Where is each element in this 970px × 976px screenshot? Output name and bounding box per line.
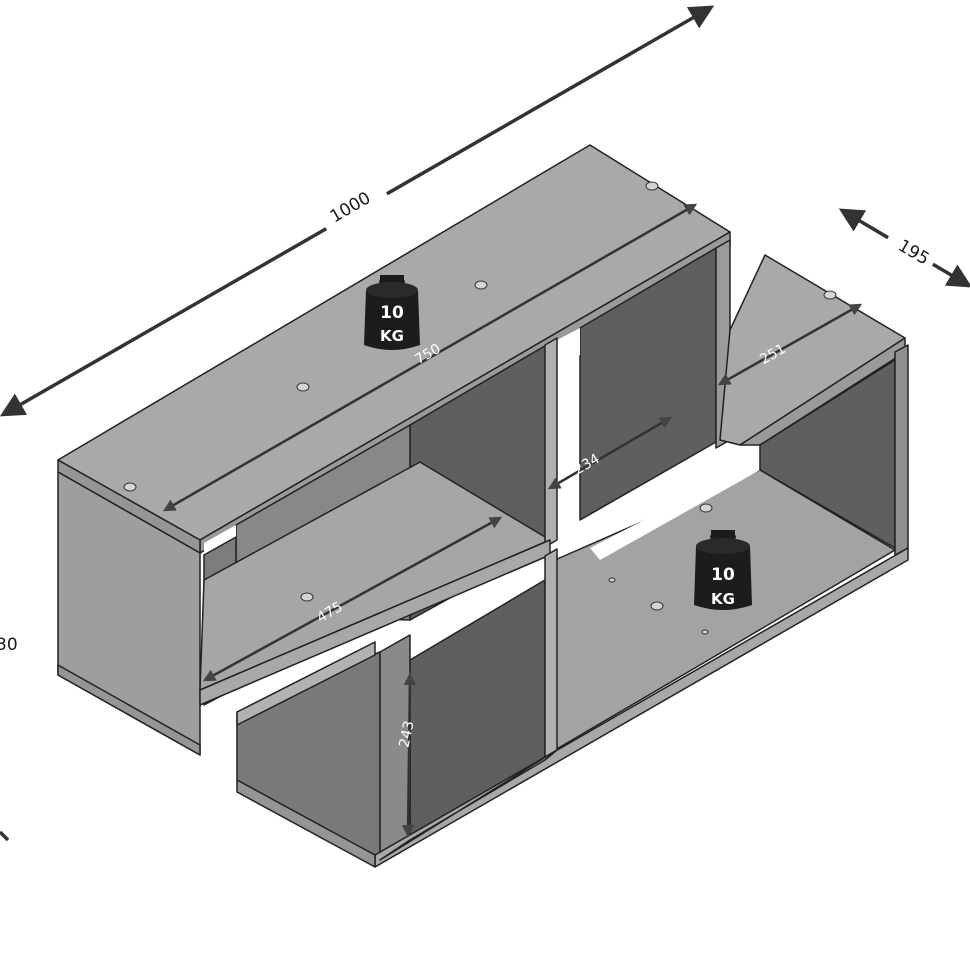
weight-limit-top-icon: 10 KG bbox=[364, 275, 420, 350]
dim-line-234 bbox=[547, 416, 673, 490]
label-243: 243 bbox=[396, 719, 417, 748]
dim-line-251 bbox=[717, 303, 863, 386]
dim-line-243 bbox=[401, 672, 417, 838]
weight-limit-shelf-icon: 10 KG bbox=[694, 530, 752, 610]
weight-shelf-unit: KG bbox=[711, 590, 735, 608]
dim-line-475 bbox=[202, 516, 503, 682]
weight-top-unit: KG bbox=[380, 327, 404, 345]
dim-line-750 bbox=[162, 203, 698, 512]
weight-top-value: 10 bbox=[380, 303, 404, 323]
label-height-partial: 30 bbox=[0, 635, 18, 655]
weight-shelf-value: 10 bbox=[711, 565, 735, 585]
lower-shelf-unit bbox=[236, 254, 909, 868]
